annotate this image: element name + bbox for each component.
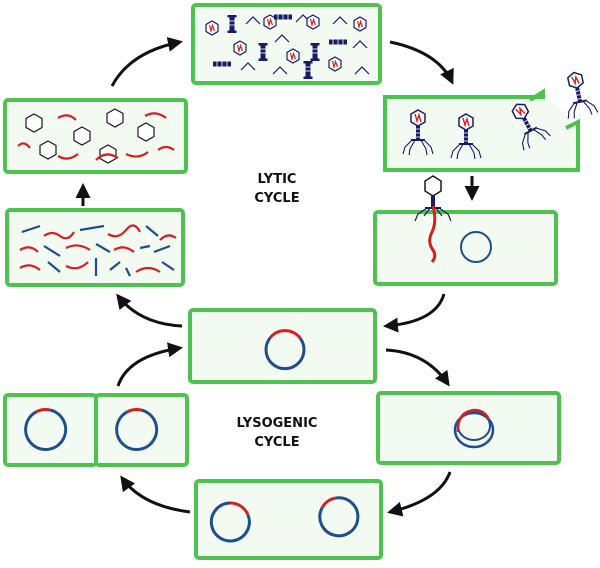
arrow-to-center [383, 293, 446, 333]
cell-dna-replication [5, 208, 185, 287]
cell-division-right [94, 393, 189, 467]
cell-infection [373, 175, 558, 286]
prophage-insert [456, 408, 491, 433]
cell-center [188, 308, 377, 384]
lytic-label-line1: LYTIC [257, 172, 297, 187]
injected-viral-dna [428, 205, 437, 263]
lytic-cycle-label: LYTIC CYCLE [232, 170, 322, 208]
arrow-to-assembly [110, 37, 183, 87]
bacterial-chromosome [460, 231, 492, 263]
arrow-center-to-integration [385, 348, 450, 387]
cell-integration [376, 391, 561, 465]
cell-assembly [191, 3, 382, 85]
cycle-arrows [75, 37, 480, 517]
arrow-center-to-replication [116, 293, 183, 328]
dna-fragments [19, 224, 177, 277]
arrow-to-lysis [389, 40, 454, 85]
cell-replication [194, 479, 383, 560]
arrow-division-to-center [116, 342, 183, 387]
lysogenic-cycle-label: LYSOGENIC CYCLE [222, 414, 332, 452]
lysogenic-label-line2: CYCLE [254, 435, 300, 450]
attaching-phage [414, 175, 452, 222]
cell-division-left [3, 393, 98, 467]
arrow-integration-to-replication [387, 471, 452, 517]
lytic-label-line2: CYCLE [254, 191, 300, 206]
released-phage [558, 68, 599, 121]
cell-synthesis [3, 98, 188, 174]
arrow-replication-to-division [120, 475, 191, 514]
lysogenic-label-line1: LYSOGENIC [236, 416, 318, 431]
cell-lysis [383, 68, 599, 172]
